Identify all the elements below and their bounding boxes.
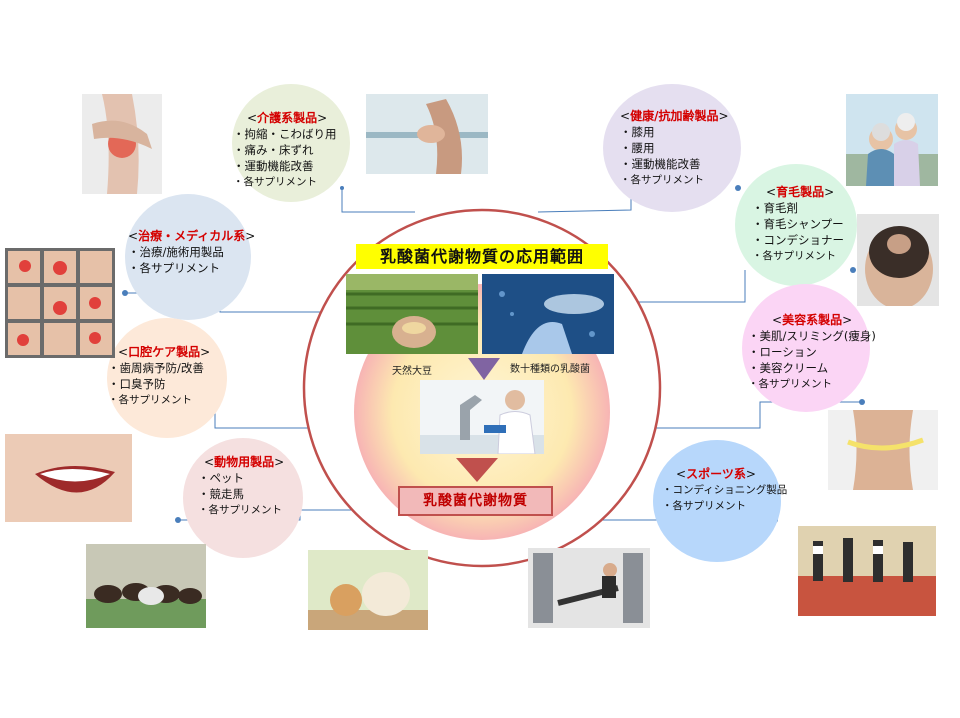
pets-illustration-icon <box>308 550 428 630</box>
photo-gym-training <box>528 548 650 628</box>
title-sports: スポーツ系 <box>686 467 746 481</box>
title-dobutsu: 動物用製品 <box>214 455 275 469</box>
photo-medical-treatment <box>5 248 115 358</box>
title-koku: 口腔ケア製品 <box>128 345 201 359</box>
item-kaigo-0: ・拘縮・こわばり用 <box>233 127 337 141</box>
item-kenko-2: ・運動機能改善 <box>620 157 701 171</box>
dot-kenko <box>735 185 741 191</box>
arrow-down-small <box>468 358 500 380</box>
center-title: 乳酸菌代謝物質の応用範囲 <box>356 244 608 269</box>
microscope-illustration-icon <box>420 380 544 454</box>
item-koku-supp: ・各サプリメント <box>108 394 192 406</box>
caption-bacteria: 数十種類の乳酸菌 <box>510 364 590 375</box>
bubble-kaigo <box>232 84 350 202</box>
arrow-down-large <box>456 458 498 482</box>
item-biyo-supp: ・各サプリメント <box>748 378 832 390</box>
bubble-kenko <box>603 84 741 212</box>
bubble-iku <box>735 164 857 286</box>
item-iku-supp: ・各サプリメント <box>752 250 836 262</box>
bacteria-illustration-icon <box>482 274 614 354</box>
dot-biyo <box>859 399 865 405</box>
photo-elderly-couple <box>846 94 938 186</box>
text-iku: <育毛製品> ・育毛剤 ・育毛シャンプー ・コンデショナー ・各サプリメント <box>752 185 844 262</box>
text-kaigo: <介護系製品> ・拘縮・こわばり用 ・痛み・床ずれ ・運動機能改善 ・各サプリメ… <box>233 111 337 188</box>
photo-body-slim <box>828 410 938 490</box>
photo-lactic-bacteria <box>482 274 614 354</box>
title-iku: 育毛製品 <box>776 185 825 199</box>
dot-chiryo <box>122 290 128 296</box>
knee-illustration-icon <box>82 94 162 194</box>
item-biyo-1: ・ローション <box>748 345 817 359</box>
photo-rehab-walker <box>366 94 488 174</box>
item-dobutsu-0: ・ペット <box>198 471 244 485</box>
title-kenko: 健康/抗加齢製品 <box>630 109 719 123</box>
text-dobutsu: <動物用製品> ・ペット ・競走馬 ・各サプリメント <box>198 455 285 516</box>
bubble-chiryo <box>125 194 251 320</box>
title-biyo: 美容系製品 <box>782 313 843 327</box>
text-sports: <スポーツ系> ・コンディショニング製品 ・各サプリメント <box>662 467 788 512</box>
photo-horse-race <box>86 544 206 628</box>
photo-microscope-lab <box>420 380 544 454</box>
caption-soybean: 天然大豆 <box>392 366 432 377</box>
text-koku: <口腔ケア製品> ・歯周病予防/改善 ・口臭予防 ・各サプリメント <box>108 345 211 406</box>
title-kaigo: 介護系製品 <box>257 111 318 125</box>
item-chiryo-supp: ・各サプリメント <box>128 261 220 275</box>
dot-iku <box>850 267 856 273</box>
item-kaigo-supp: ・各サプリメント <box>233 176 317 188</box>
item-kenko-supp: ・各サプリメント <box>620 174 704 186</box>
dot-kaigo <box>340 186 344 190</box>
item-kaigo-2: ・運動機能改善 <box>233 159 314 173</box>
photo-soybean-field <box>346 274 478 354</box>
soybean-illustration-icon <box>346 274 478 354</box>
text-biyo: <美容系製品> ・美肌/スリミング(痩身) ・ローション ・美容クリーム ・各サ… <box>748 313 876 390</box>
bubble-biyo <box>742 284 870 412</box>
item-koku-1: ・口臭予防 <box>108 377 166 391</box>
item-dobutsu-1: ・競走馬 <box>198 487 244 501</box>
photo-cat-dog <box>308 550 428 630</box>
item-biyo-2: ・美容クリーム <box>748 361 829 375</box>
waist-illustration-icon <box>828 410 938 490</box>
bubble-koku <box>107 318 227 438</box>
connector-kenko <box>537 188 632 213</box>
photo-track-runners <box>798 526 936 616</box>
center-result-label: 乳酸菌代謝物質 <box>398 486 553 516</box>
text-kenko: <健康/抗加齢製品> ・膝用 ・腰用 ・運動機能改善 ・各サプリメント <box>620 109 729 186</box>
item-kaigo-1: ・痛み・床ずれ <box>233 143 314 157</box>
item-iku-0: ・育毛剤 <box>752 201 798 215</box>
dot-dobutsu <box>175 517 181 523</box>
rehab-illustration-icon <box>366 94 488 174</box>
elderly-illustration-icon <box>846 94 938 186</box>
connector-iku <box>625 270 746 303</box>
bubble-dobutsu <box>183 438 303 558</box>
photo-smile-teeth <box>5 434 132 522</box>
scalp-illustration-icon <box>857 214 939 306</box>
item-chiryo-0: ・治療/施術用製品 <box>128 245 224 259</box>
item-dobutsu-supp: ・各サプリメント <box>198 504 282 516</box>
title-chiryo: 治療・メディカル系 <box>138 229 246 243</box>
gym-illustration-icon <box>528 548 650 628</box>
photo-hair-scalp <box>857 214 939 306</box>
photo-knee-pain <box>82 94 162 194</box>
item-kenko-0: ・膝用 <box>620 125 655 139</box>
medical-illustration-icon <box>5 248 115 358</box>
item-biyo-0: ・美肌/スリミング(痩身) <box>748 329 876 343</box>
item-sports-supp: ・各サプリメント <box>662 500 746 512</box>
text-chiryo: <治療・メディカル系> ・治療/施術用製品 ・各サプリメント <box>128 229 256 275</box>
bubble-sports <box>653 440 781 562</box>
connector-kaigo <box>341 188 415 213</box>
horses-illustration-icon <box>86 544 206 628</box>
item-sports-0: ・コンディショニング製品 <box>662 484 788 496</box>
runners-illustration-icon <box>798 526 936 616</box>
teeth-illustration-icon <box>5 434 132 522</box>
item-iku-1: ・育毛シャンプー <box>752 217 844 231</box>
item-kenko-1: ・腰用 <box>620 141 655 155</box>
item-koku-0: ・歯周病予防/改善 <box>108 361 204 375</box>
item-iku-2: ・コンデショナー <box>752 233 844 247</box>
